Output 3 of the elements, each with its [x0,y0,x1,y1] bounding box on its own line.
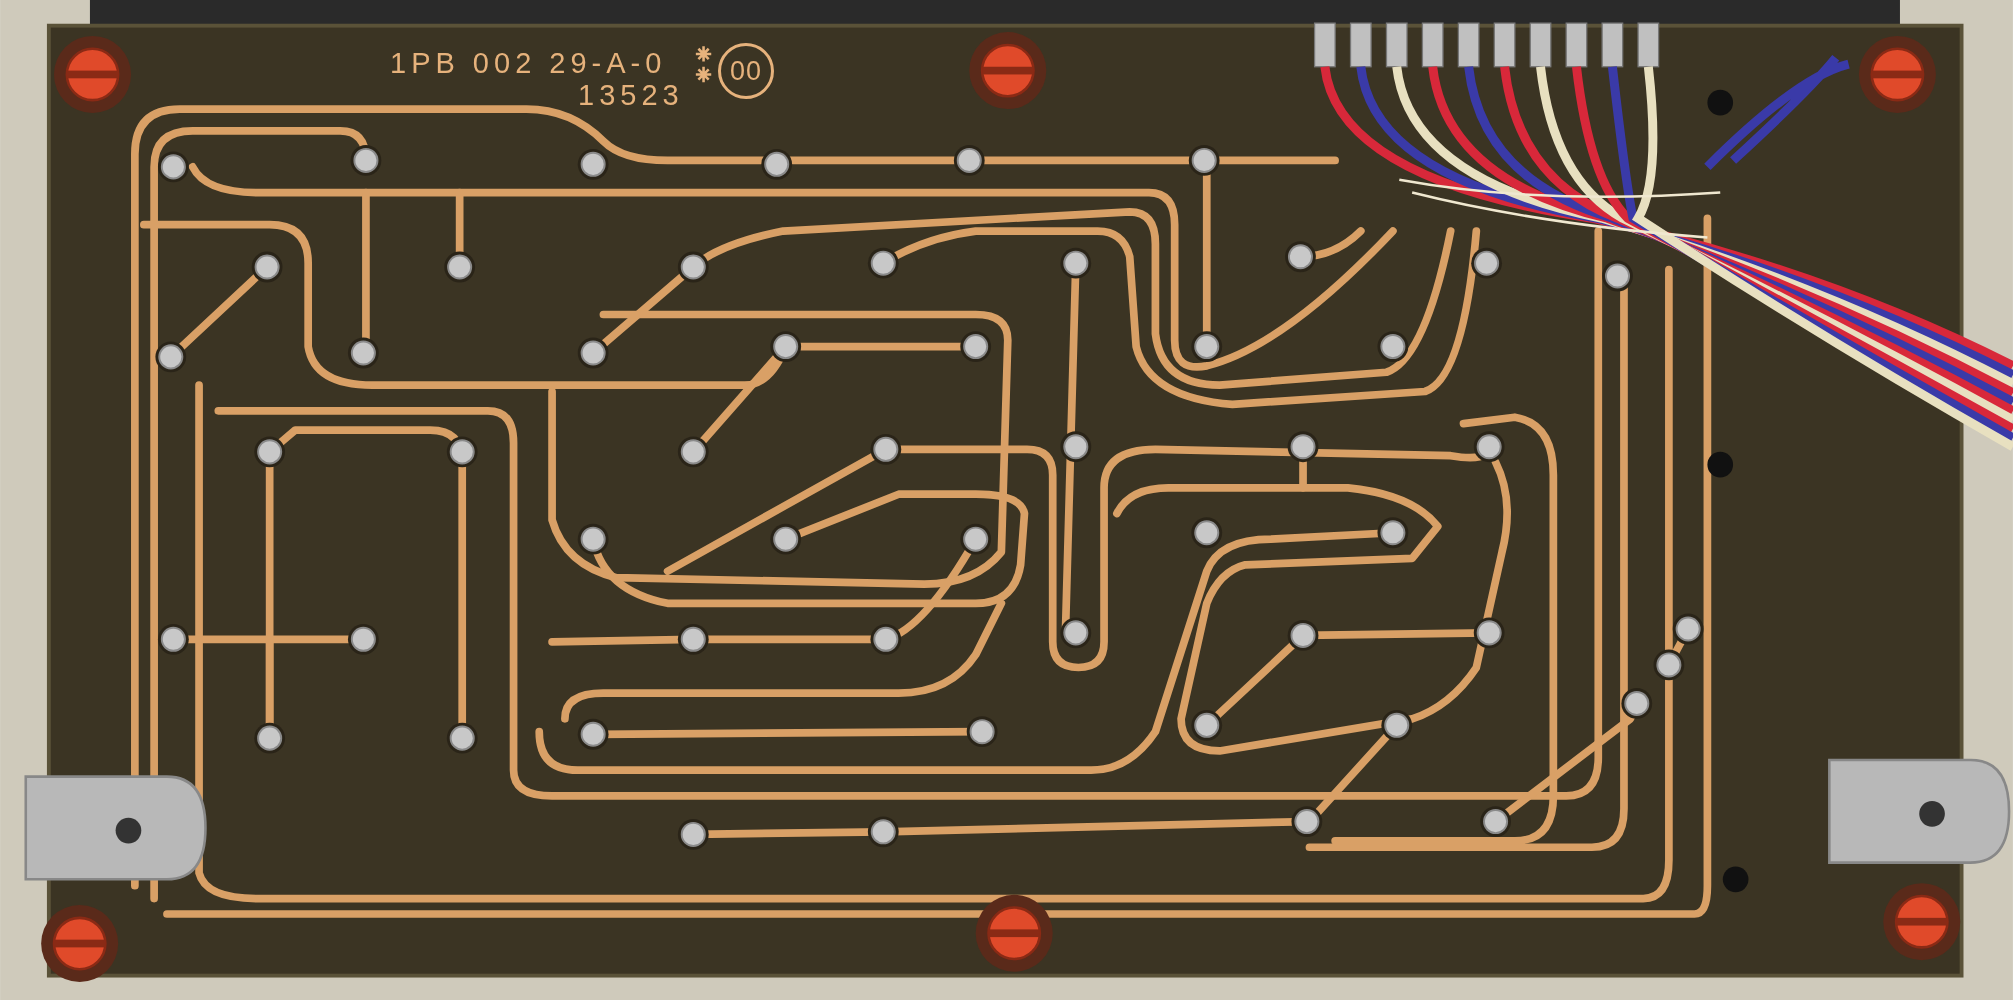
part-number-label: 1PB 002 29-A-0 [390,48,667,78]
revision-mark: 00 [718,43,774,99]
serial-number-label: 13523 [578,80,684,110]
